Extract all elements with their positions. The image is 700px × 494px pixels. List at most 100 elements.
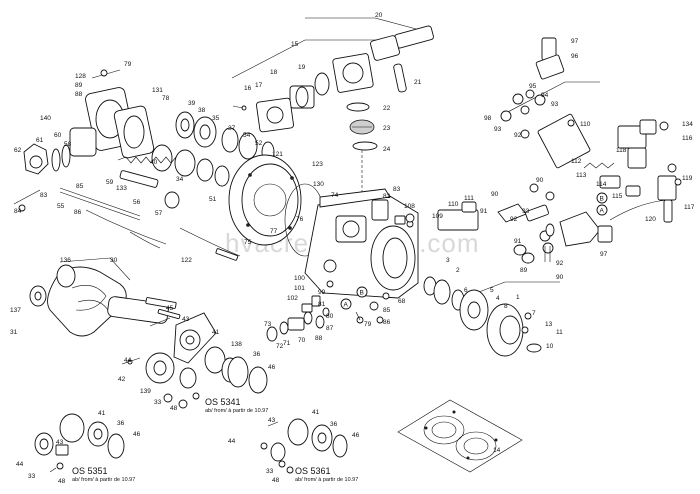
- callout: 133: [116, 185, 127, 192]
- callout: 40: [150, 159, 158, 166]
- callout: 43: [182, 316, 190, 323]
- callout: 37: [228, 125, 236, 132]
- callout: 80: [326, 313, 334, 320]
- callout: 4: [496, 295, 500, 302]
- callout: 36: [330, 421, 338, 428]
- callout: 62: [14, 147, 22, 154]
- callout: 114: [596, 181, 607, 188]
- callout: 33: [28, 473, 36, 480]
- callout: 13: [545, 321, 553, 328]
- callout: 88: [75, 91, 83, 98]
- callout: 16: [244, 85, 252, 92]
- callout: 76: [296, 216, 304, 223]
- callout: 1: [516, 294, 520, 301]
- callout: 83: [40, 192, 48, 199]
- callout: 3: [446, 257, 450, 264]
- callout: 7: [532, 310, 536, 317]
- callout: 119: [682, 175, 693, 182]
- variant-3-note: ab/ from/ à partir de 10.97: [295, 477, 358, 483]
- callout: 140: [40, 115, 51, 122]
- callout: 100: [294, 275, 305, 282]
- callout: 45: [166, 305, 174, 312]
- callout: 83: [393, 186, 401, 193]
- callout: 33: [266, 468, 274, 475]
- callout: 57: [155, 210, 163, 217]
- callout: 93: [551, 101, 559, 108]
- callout: 61: [36, 137, 44, 144]
- callout: 109: [432, 213, 443, 220]
- callout: 19: [298, 64, 306, 71]
- callout: 36: [117, 420, 125, 427]
- callout: 121: [272, 151, 283, 158]
- callout: 137: [10, 307, 21, 314]
- callout: 71: [283, 340, 291, 347]
- callout: 44: [124, 357, 132, 364]
- callout: 134: [682, 121, 693, 128]
- callout: 48: [58, 478, 66, 485]
- callout: 90: [556, 274, 564, 281]
- crankcase: A B B A: [179, 154, 608, 310]
- callout: 101: [294, 285, 305, 292]
- callout: 93: [494, 126, 502, 133]
- callout: 5: [490, 287, 494, 294]
- callout: 97: [600, 251, 608, 258]
- callout: 8: [504, 303, 508, 310]
- callout: 41: [212, 329, 220, 336]
- callout: 85: [76, 183, 84, 190]
- callout: 139: [140, 388, 151, 395]
- callout: 33: [154, 399, 162, 406]
- callout: 55: [57, 203, 65, 210]
- callout: 56: [133, 199, 141, 206]
- callout: 58: [64, 141, 72, 148]
- callout: 111: [464, 195, 474, 202]
- callout: 38: [198, 107, 206, 114]
- callout: 116: [682, 135, 693, 142]
- callout: 136: [60, 257, 71, 264]
- callout: 91: [514, 238, 522, 245]
- callout: 92: [556, 260, 564, 267]
- callout: 138: [231, 341, 242, 348]
- callout: 41: [312, 409, 320, 416]
- callout: 96: [571, 53, 579, 60]
- callout: 30: [110, 257, 118, 264]
- variant-2-note: ab/ from/ à partir de 10.97: [72, 477, 135, 483]
- callout: 97: [571, 38, 579, 45]
- callout: 44: [228, 438, 236, 445]
- callout: 72: [276, 343, 284, 350]
- callout: 74: [331, 192, 339, 199]
- callout: 89: [520, 267, 528, 274]
- callout: 48: [272, 477, 280, 484]
- callout: 11: [556, 329, 563, 336]
- callout: 113: [576, 172, 587, 179]
- marker-b-label: B: [360, 290, 364, 297]
- crankshaft-group: [29, 257, 268, 409]
- marker-b2-label: B: [600, 196, 604, 203]
- seal-group: [405, 183, 613, 357]
- callout: 36: [253, 351, 261, 358]
- callout: 2: [456, 267, 460, 274]
- callout: 112: [571, 158, 582, 165]
- callout: 17: [255, 82, 263, 89]
- callout: 110: [580, 121, 591, 128]
- callout: 60: [54, 132, 62, 139]
- callout: 15: [291, 41, 299, 48]
- callout: 90: [491, 191, 499, 198]
- cover-group: [13, 69, 275, 249]
- callout: 21: [414, 79, 422, 86]
- callout: 14: [493, 447, 501, 454]
- callout: 86: [383, 319, 391, 326]
- valve-group: [500, 37, 682, 223]
- callout: 123: [312, 161, 323, 168]
- callout: 92: [510, 216, 518, 223]
- callout: 99: [318, 289, 326, 296]
- callout: 79: [364, 321, 372, 328]
- marker-a2-label: A: [600, 208, 605, 215]
- callout: 84: [14, 208, 22, 215]
- variant-2-code: OS 5351: [72, 466, 108, 476]
- callout: 46: [268, 364, 276, 371]
- callout: 59: [106, 179, 114, 186]
- callout: 70: [298, 337, 306, 344]
- marker-a-label: A: [344, 302, 349, 309]
- flange-group: [231, 17, 434, 200]
